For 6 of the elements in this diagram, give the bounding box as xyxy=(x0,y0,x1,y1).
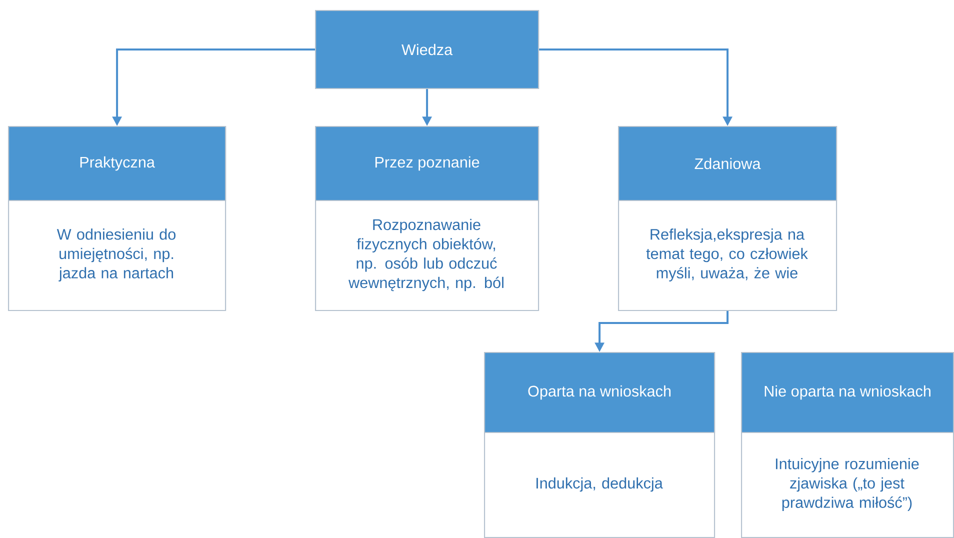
category-box: Praktyczna W odniesieniu do umiejętności, np. jazda na nartach xyxy=(8,126,226,312)
category-box: Zdaniowa Refleksja,ekspresja na temat tego, co człowiek myśli, uważa, że wie xyxy=(618,126,838,312)
category-box: Oparta na wnioskach Indukcja, dedukcja xyxy=(484,352,716,538)
category-box: Przez poznanie Rozpoznawanie fizycznych obiektów, np. osób lub odczuć wewnętrznych, np. ból xyxy=(315,126,540,312)
root-box: Wiedza xyxy=(315,10,540,90)
category-box: Nie oparta na wnioskach Intuicyjne rozumienie zjawiska („to jest prawdziwa miłość”) xyxy=(741,352,954,538)
